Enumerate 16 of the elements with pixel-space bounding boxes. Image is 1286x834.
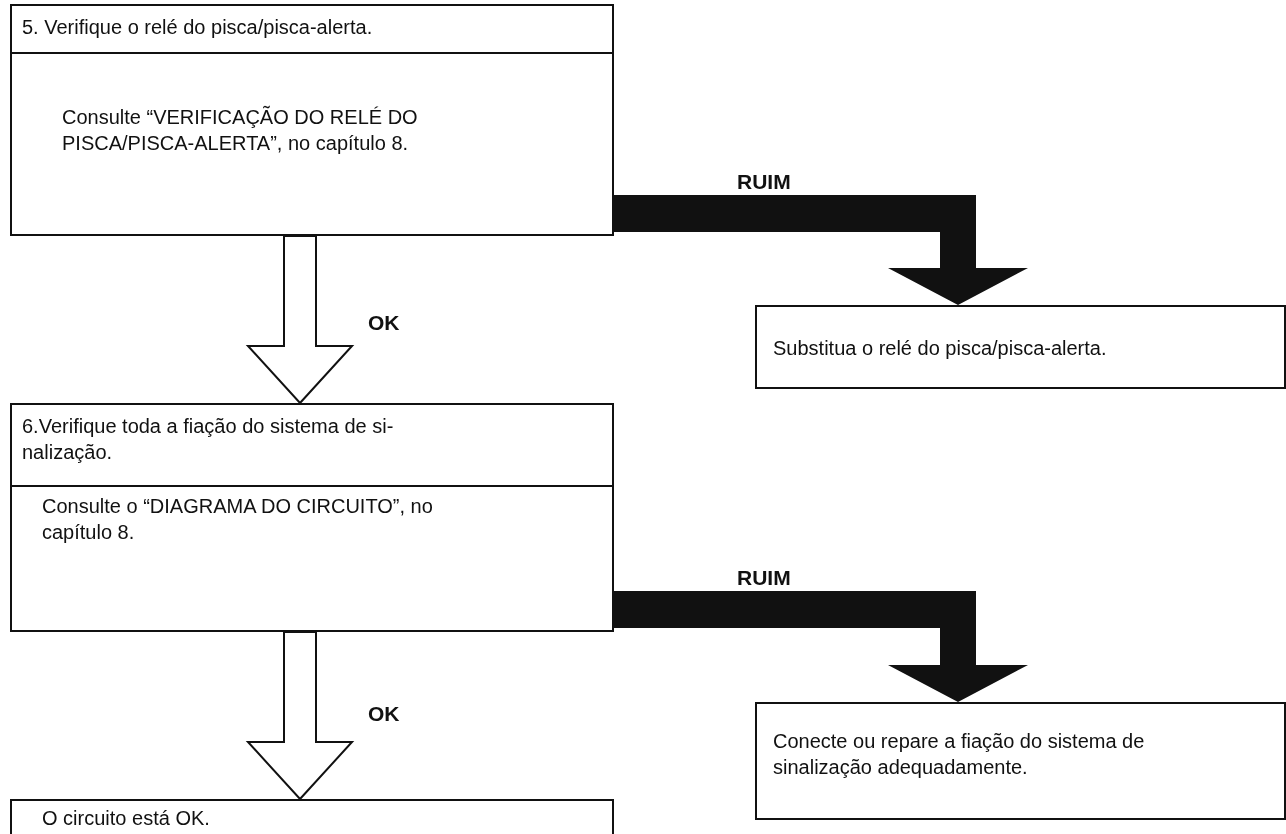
instruction-text: O circuito está OK.: [42, 806, 211, 831]
process-box: [755, 305, 1286, 389]
instruction-text: Substitua o relé do pisca/pisca-alerta.: [773, 336, 1108, 361]
hollow-arrow: [245, 235, 355, 405]
instruction-text: Consulte “VERIFICAÇÃO DO RELÉ DO PISCA/PISCA-ALERTA”, no capítulo 8.: [62, 104, 419, 156]
thick-arrow: [614, 195, 1028, 305]
process-box: [755, 702, 1286, 820]
thick-arrow: [614, 591, 1028, 702]
process-box: [10, 4, 614, 236]
instruction-text: Conecte ou repare a fiação do sistema de sinalização adequadamente.: [773, 729, 1146, 780]
step-heading: 5. Verifique o relé do pisca/pisca-alerta.: [12, 6, 612, 54]
step-heading: 6.Verifique toda a fiação do sistema de si- nalização.: [12, 405, 612, 487]
process-box: [10, 799, 614, 834]
hollow-arrow: [245, 631, 355, 801]
instruction-text: Consulte o “DIAGRAMA DO CIRCUITO”, no capítulo 8.: [42, 494, 434, 545]
process-box: [10, 403, 614, 632]
